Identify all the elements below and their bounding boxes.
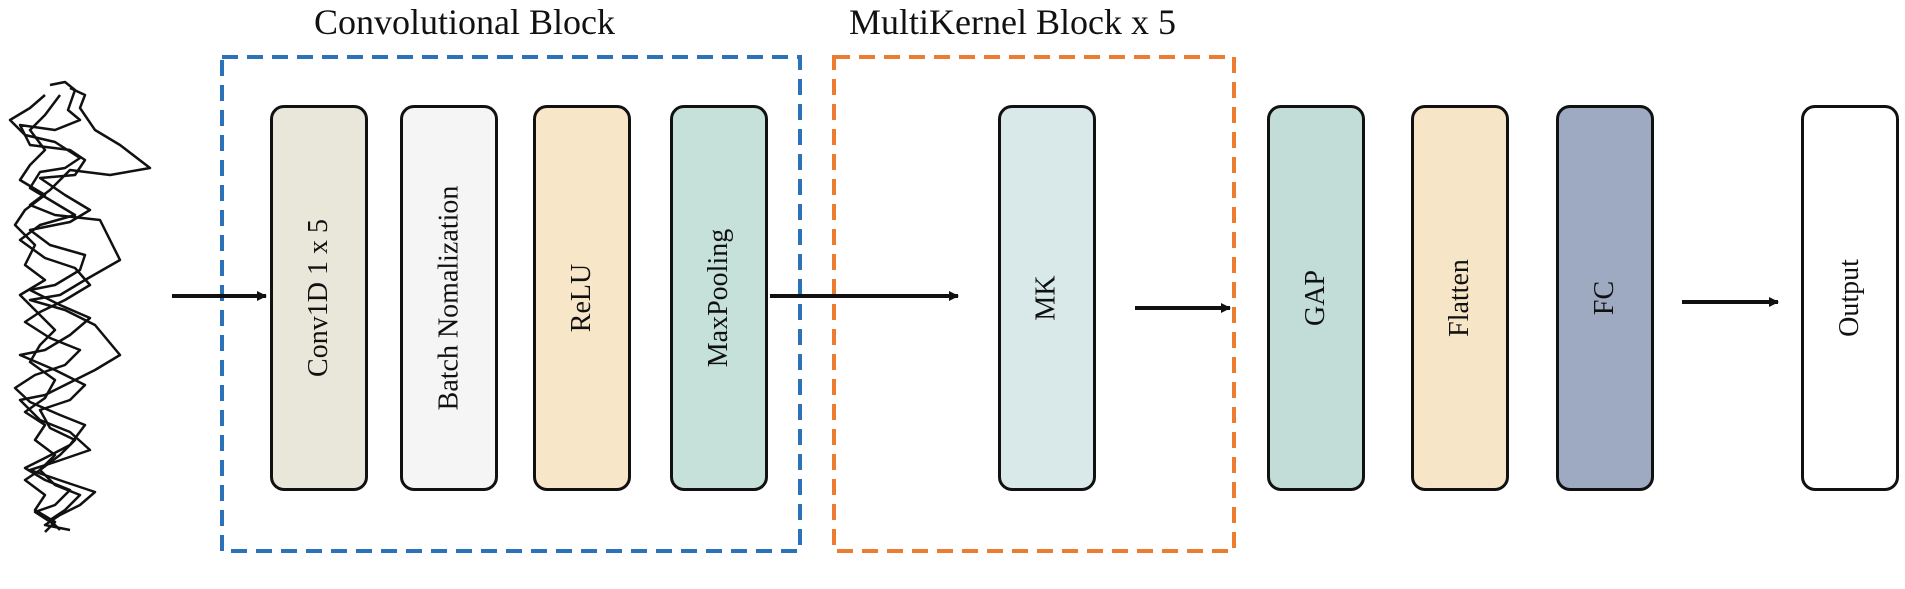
maxpooling-block: MaxPooling [670,105,768,491]
convolutional-block-frame [220,55,802,553]
conv1d-label: Conv1D 1 x 5 [303,219,334,377]
fc-block: FC [1556,105,1654,491]
fc-label: FC [1589,280,1620,316]
multikernel-block-title: MultiKernel Block x 5 [849,2,1176,42]
mk-block: MK [998,105,1096,491]
output-label: Output [1834,259,1865,337]
convolutional-block-title: Convolutional Block [314,2,615,42]
gap-label: GAP [1299,269,1331,327]
flatten-label: Flatten [1443,259,1475,337]
relu-block: ReLU [533,105,631,491]
gap-block: GAP [1267,105,1365,491]
conv1d-block: Conv1D 1 x 5 [270,105,368,491]
batch-normalization-block: Batch Nomalization [400,105,498,491]
multikernel-block-frame [832,55,1236,553]
batch-normalization-label: Batch Nomalization [433,185,464,411]
input-signal-waveform [8,80,152,533]
mk-label: MK [1031,275,1062,321]
flatten-block: Flatten [1411,105,1509,491]
maxpooling-label: MaxPooling [703,228,734,368]
output-block: Output [1801,105,1899,491]
relu-label: ReLU [566,263,597,333]
